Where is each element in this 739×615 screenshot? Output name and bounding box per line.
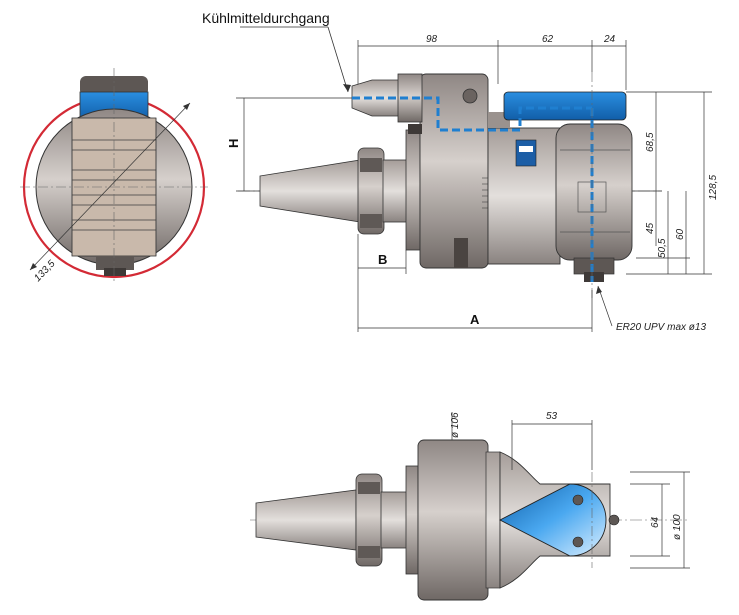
dim-128-5: 128,5	[708, 175, 719, 200]
dim-68-5: 68,5	[645, 132, 656, 152]
dim-50-5: 50,5	[657, 238, 668, 258]
dim-64: 64	[650, 516, 661, 528]
dim-133-5: 133,5	[32, 258, 58, 284]
side-view: Kühlmitteldurchgang 98 62 24 H	[202, 10, 719, 333]
collet-nut	[573, 257, 615, 275]
label-a: A	[470, 312, 480, 327]
dim-60: 60	[675, 228, 686, 240]
coolant-bar	[503, 91, 627, 121]
dim-106: ø 106	[450, 412, 461, 438]
coolant-callout: Kühlmitteldurchgang	[202, 10, 330, 26]
bottom-nut	[96, 256, 134, 270]
angle-head	[555, 123, 633, 261]
dim-62: 62	[542, 34, 554, 45]
top-view: ø 106 53 64 ø 100	[250, 411, 690, 601]
dim-100: ø 100	[672, 514, 683, 540]
label-b: B	[378, 252, 387, 267]
taper-shank	[259, 159, 361, 223]
dim-45: 45	[645, 222, 656, 234]
end-view: 133,5	[20, 68, 208, 284]
drum-top-view	[417, 439, 489, 601]
label-h: H	[226, 139, 241, 148]
dim-53: 53	[546, 411, 558, 422]
logo-badge	[515, 139, 537, 167]
collet-note: ER20 UPV max ø13	[616, 322, 706, 333]
dim-98: 98	[426, 34, 438, 45]
dim-24: 24	[603, 34, 616, 45]
